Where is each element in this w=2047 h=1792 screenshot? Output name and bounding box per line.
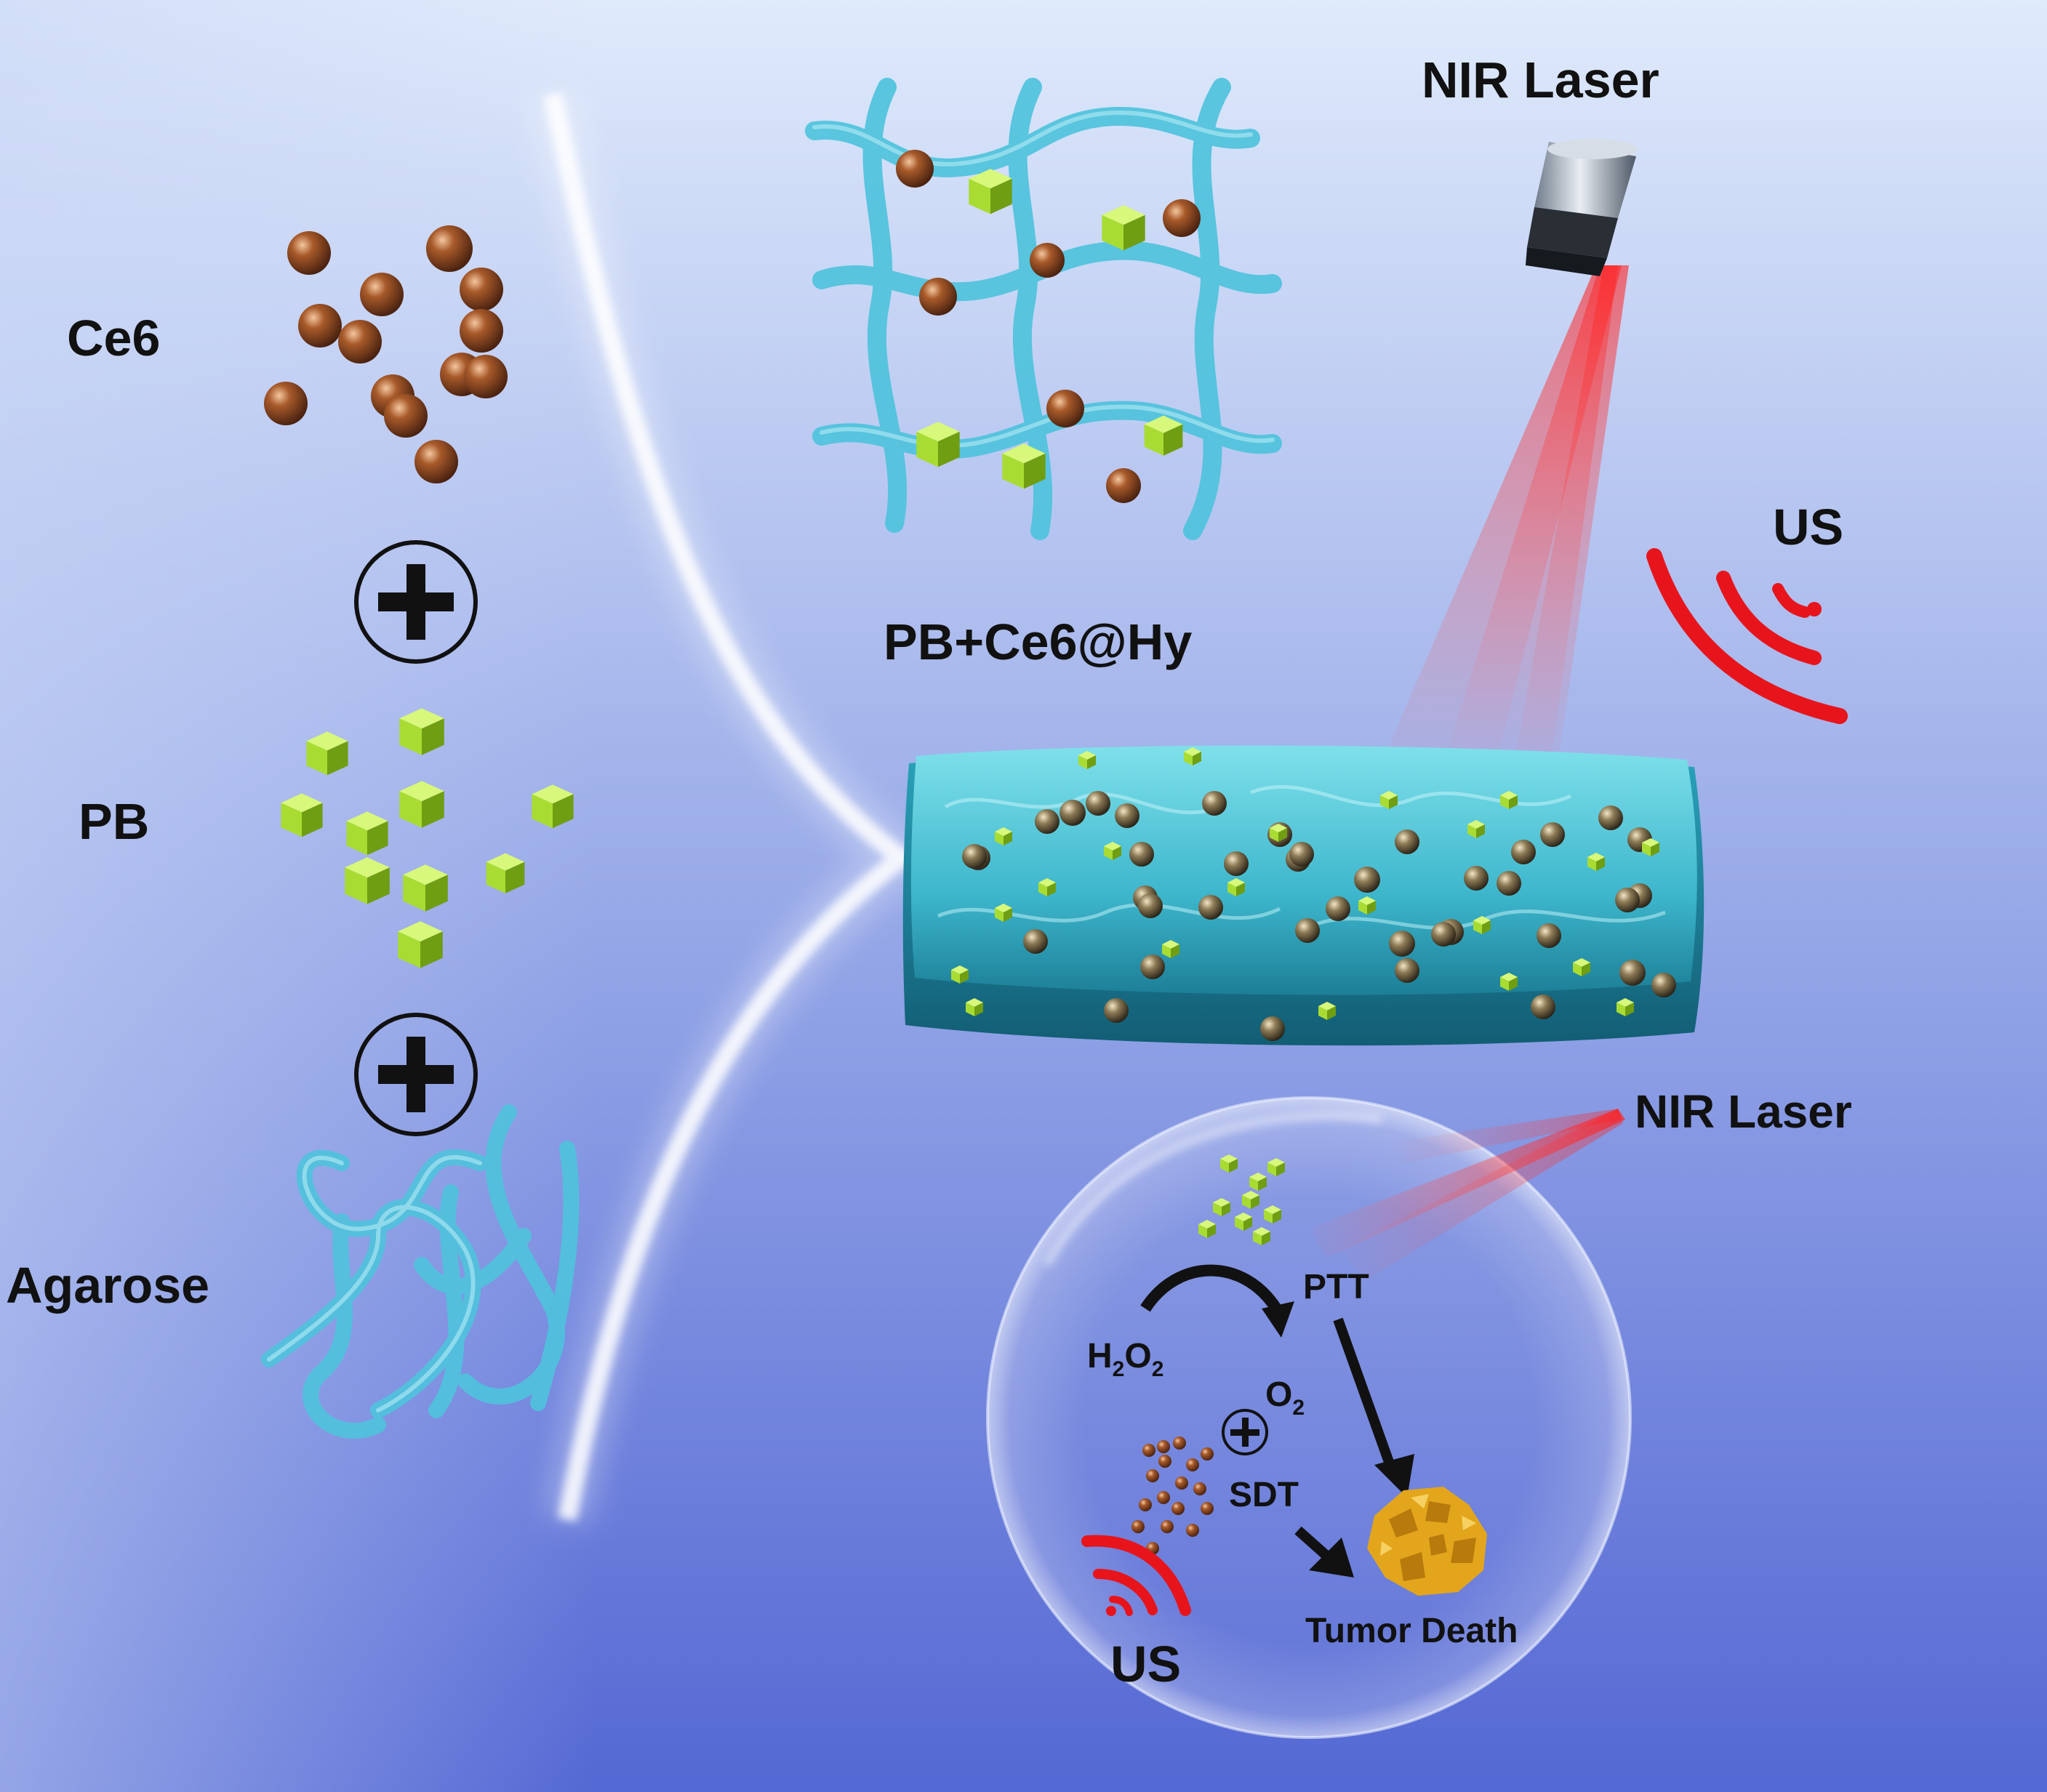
hydrogel-slab [902,745,1705,1046]
label-sdt: SDT [1229,1476,1299,1514]
bubble-ce6-dots [1131,1437,1214,1555]
plus-symbol-1 [354,540,478,664]
label-pb: PB [79,793,150,850]
plus-symbol-small [1222,1409,1268,1455]
arrow-ptt [1333,1317,1414,1498]
label-agarose: Agarose [6,1257,210,1314]
label-us-bottom: US [1110,1636,1182,1692]
ultrasound-waves-bottom [1081,1535,1191,1616]
network-particles [896,150,1201,503]
arrow-sdt [1294,1526,1354,1578]
label-composite: PB+Ce6@Hy [884,614,1193,670]
curved-arrow [1140,1264,1294,1338]
plus-symbol-2 [354,1013,478,1136]
tumor-mass [1367,1487,1487,1596]
label-nir-laser-mid: NIR Laser [1635,1085,1852,1138]
label-h2o2: H2O2 [1087,1337,1164,1381]
laser-beam-mid [1309,1109,1625,1279]
ultrasound-waves-top [1646,548,1848,724]
ce6-spheres [264,225,508,483]
label-ce6: Ce6 [67,310,161,366]
laser-beam-top [1382,265,1629,778]
label-ptt: PTT [1303,1268,1369,1306]
slab-particles [951,747,1676,1041]
label-o2: O2 [1265,1375,1305,1420]
label-us-top: US [1773,499,1844,555]
nir-laser-device [1526,139,1638,276]
label-tumor-death: Tumor Death [1305,1612,1518,1650]
label-nir-laser-top: NIR Laser [1422,52,1659,108]
